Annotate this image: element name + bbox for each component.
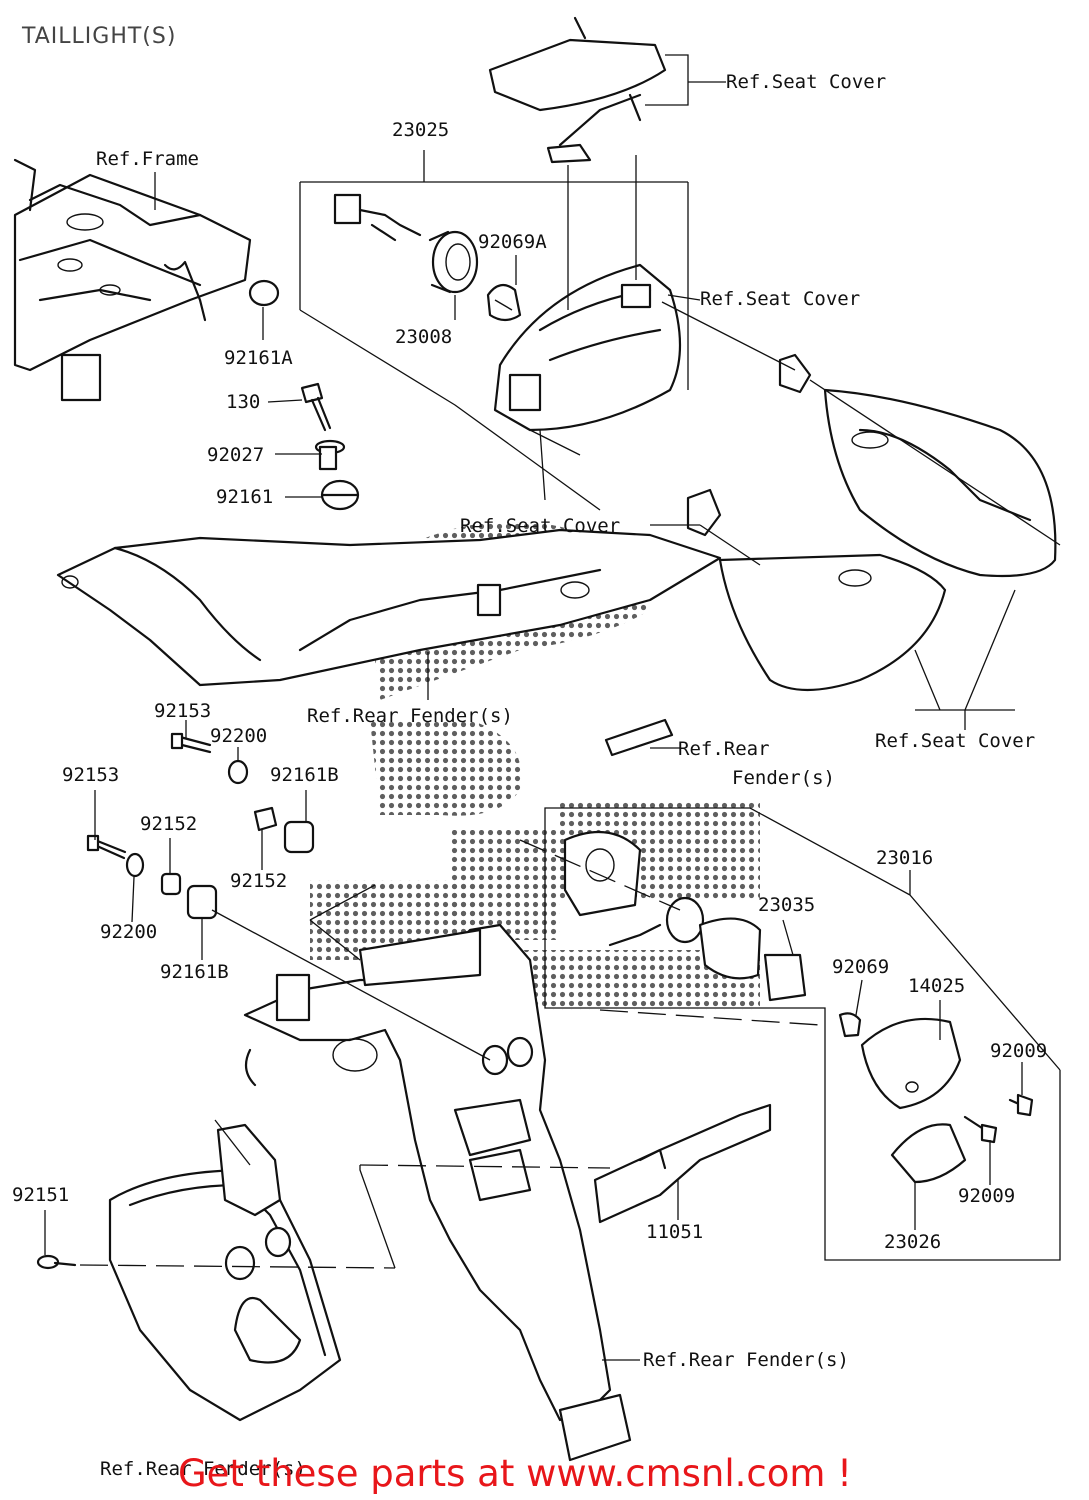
label-92200-a: 92200 [210, 725, 267, 747]
frame-part [13, 158, 252, 402]
seat-cover-top [488, 16, 667, 164]
label-130: 130 [226, 391, 260, 413]
label-92009-a: 92009 [990, 1040, 1047, 1062]
label-ref-rear-2a: Ref.Rear [678, 738, 770, 760]
label-ref-seat-cover-top: Ref.Seat Cover [726, 71, 886, 93]
clip-a [778, 353, 812, 394]
license-lamp-group [563, 830, 807, 1002]
bulb-92069a [486, 283, 522, 322]
label-11051: 11051 [646, 1221, 703, 1243]
taillight-housing [493, 263, 682, 432]
label-ref-seat-cover-4: Ref.Seat Cover [875, 730, 1035, 752]
small-fasteners-left [300, 382, 360, 511]
plate-bracket-11051 [593, 1103, 772, 1224]
left-fastener-group [86, 732, 315, 920]
grommet-92161a [248, 279, 280, 307]
label-92200-b: 92200 [100, 921, 157, 943]
label-23016: 23016 [876, 847, 933, 869]
label-ref-rear-fender-3: Ref.Rear Fender(s) [643, 1349, 849, 1371]
label-ref-rear-fender-4: Ref.Rear Fender(s) [100, 1458, 306, 1480]
label-92009-b: 92009 [958, 1185, 1015, 1207]
label-92153-a: 92153 [154, 700, 211, 722]
label-92161: 92161 [216, 486, 273, 508]
label-92069a: 92069A [478, 231, 547, 253]
seat-cover-right [823, 388, 1057, 578]
label-23008: 23008 [395, 326, 452, 348]
label-23026: 23026 [884, 1231, 941, 1253]
rear-fender-plate [108, 1123, 342, 1422]
socket-23008 [333, 193, 479, 294]
fender-stay [604, 718, 674, 757]
label-ref-rear-fender-1: Ref.Rear Fender(s) [307, 705, 513, 727]
label-92151: 92151 [12, 1184, 69, 1206]
label-23025: 23025 [392, 119, 449, 141]
label-23035: 23035 [758, 894, 815, 916]
screw-92151 [36, 1254, 77, 1270]
label-92161a: 92161A [224, 347, 293, 369]
leader-lines [44, 54, 1061, 1361]
label-14025: 14025 [908, 975, 965, 997]
label-92069: 92069 [832, 956, 889, 978]
label-92153-b: 92153 [62, 764, 119, 786]
seat-cover-long [56, 528, 722, 687]
promo-banner-text[interactable]: Get these parts at www.cmsnl.com ! [178, 1452, 853, 1495]
label-92152-a: 92152 [140, 813, 197, 835]
label-92161b-1: 92161B [270, 764, 339, 786]
rear-fender-bracket [243, 923, 632, 1462]
page-title: TAILLIGHT(S) [22, 24, 177, 49]
label-ref-rear-2b: Fender(s) [732, 767, 835, 789]
label-92027: 92027 [207, 444, 264, 466]
clip-b [686, 488, 722, 537]
lamp-lens-group [838, 1012, 1034, 1184]
tail-under-cover [718, 553, 947, 692]
part-labels: Ref.Seat Cover 23025 Ref.Frame 92069A Re… [12, 71, 1047, 1480]
label-92152-b: 92152 [230, 870, 287, 892]
label-ref-frame: Ref.Frame [96, 148, 199, 170]
label-ref-seat-cover-3: Ref.Seat Cover [460, 515, 620, 537]
label-92161b-2: 92161B [160, 961, 229, 983]
label-ref-seat-cover-2: Ref.Seat Cover [700, 288, 860, 310]
